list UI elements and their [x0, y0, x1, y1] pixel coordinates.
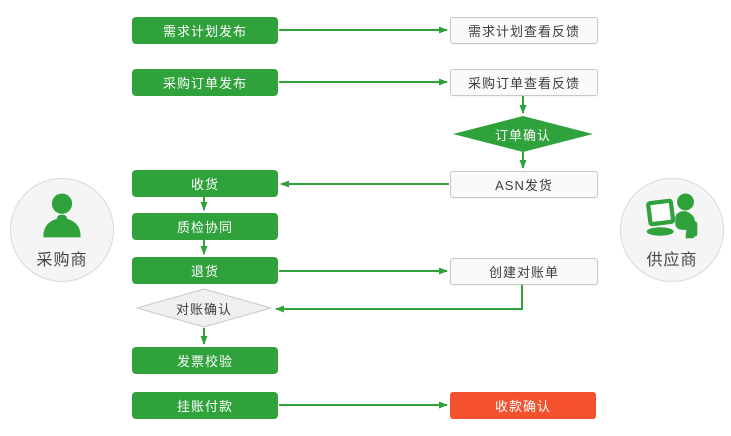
node-quality-collaboration: 质检协同: [132, 213, 278, 240]
decision-reconciliation-confirm: 对账确认: [136, 288, 272, 328]
node-asn-shipment: ASN发货: [450, 171, 598, 198]
buyer-person-icon: [43, 193, 81, 237]
supplier-laptop-icon: [646, 193, 698, 238]
diamond-shape-gray: [136, 288, 272, 328]
actor-label: 采购商: [36, 251, 88, 269]
actor-buyer: 采购商: [10, 178, 114, 282]
node-create-statement: 创建对账单: [450, 258, 598, 285]
node-receive-goods: 收货: [132, 170, 278, 197]
decision-order-confirm: 订单确认: [453, 116, 593, 152]
actor-label: 供应商: [646, 251, 698, 269]
node-demand-plan-publish: 需求计划发布: [132, 17, 278, 44]
node-return-goods: 退货: [132, 257, 278, 284]
actor-supplier: 供应商: [620, 178, 724, 282]
node-receipt-confirm: 收款确认: [450, 392, 596, 419]
node-demand-plan-feedback: 需求计划查看反馈: [450, 17, 598, 44]
node-credit-payment: 挂账付款: [132, 392, 278, 419]
decision-label: 订单确认: [494, 127, 551, 143]
node-purchase-order-feedback: 采购订单查看反馈: [450, 69, 598, 96]
node-invoice-verification: 发票校验: [132, 347, 278, 374]
node-purchase-order-publish: 采购订单发布: [132, 69, 278, 96]
diamond-shape-green: [453, 116, 593, 152]
decision-label: 对账确认: [175, 301, 232, 317]
